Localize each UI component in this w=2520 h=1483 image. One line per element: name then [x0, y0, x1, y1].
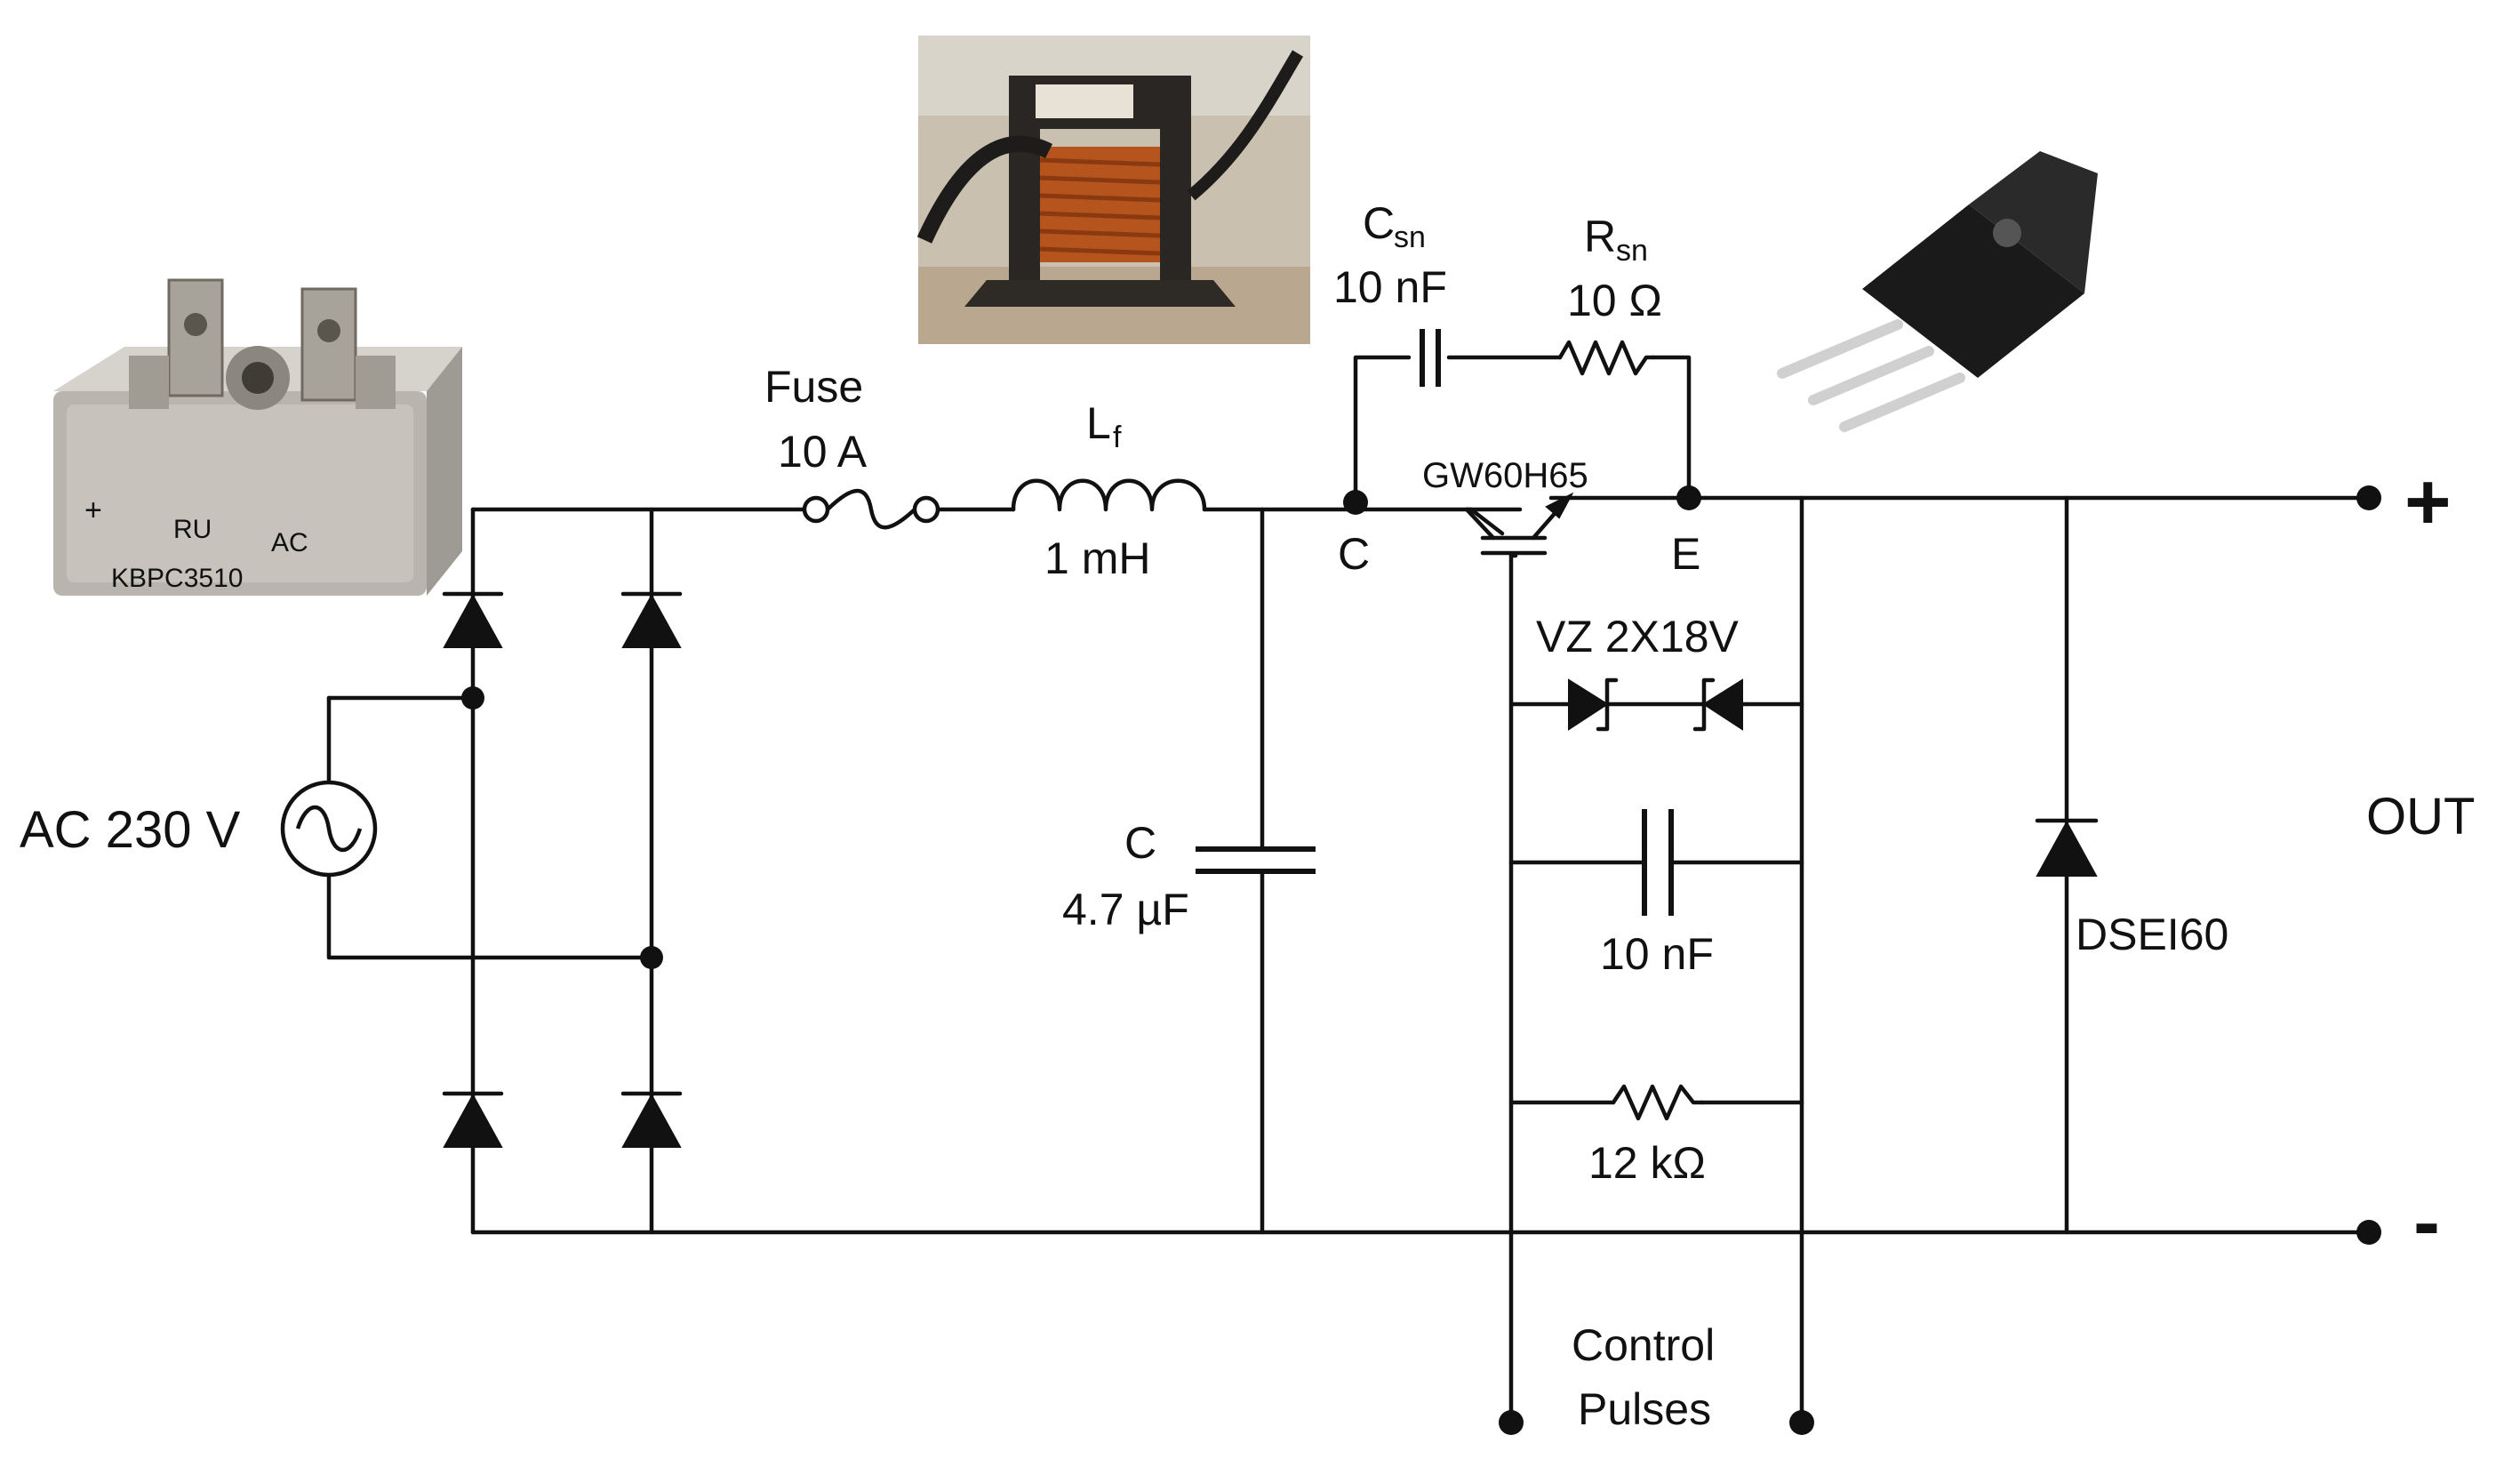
gate-res-value: 12 kΩ — [1588, 1138, 1706, 1188]
wires — [326, 355, 2372, 1430]
snubber-cap-sub: sn — [1394, 220, 1426, 254]
capacitor-icon — [1196, 846, 1316, 874]
igbt-emitter-label: E — [1671, 529, 1700, 579]
capacitor-icon — [1642, 809, 1674, 916]
bridge-part-number: KBPC3510 — [111, 564, 243, 593]
bridge-plus-mark: + — [84, 493, 102, 527]
igbt-collector-label: C — [1338, 529, 1370, 579]
fuse-rating: 10 A — [778, 427, 868, 477]
output-plus-label: + — [2404, 458, 2452, 547]
gate-cap-value: 10 nF — [1600, 929, 1714, 979]
snubber-res-sub: sn — [1616, 234, 1648, 268]
source-label: AC 230 V — [20, 801, 241, 859]
capacitor-icon — [1420, 329, 1441, 387]
resistor-icon — [1557, 340, 1656, 376]
igbt-photo — [1777, 151, 2098, 432]
snubber-cap-name: C — [1363, 198, 1395, 248]
zener-label: VZ 2X18V — [1536, 612, 1740, 661]
inductor-name: L — [1086, 398, 1111, 448]
output-minus-terminal — [2356, 1220, 2381, 1245]
snubber-res-name: R — [1584, 212, 1616, 261]
output-diode-label: DSEI60 — [2076, 910, 2228, 959]
snubber-res-value: 10 Ω — [1567, 276, 1662, 325]
igbt-part-number: GW60H65 — [1422, 456, 1588, 495]
bridge-ac-mark: AC — [271, 528, 308, 557]
igbt-icon — [1464, 492, 1574, 558]
diode-icon — [442, 591, 504, 648]
output-minus-label: - — [2413, 1178, 2440, 1267]
junction-dots — [461, 485, 2381, 1435]
ac-source-icon — [280, 780, 378, 878]
inductor-subscript: f — [1113, 421, 1122, 454]
output-label: OUT — [2366, 788, 2475, 846]
control-label-line1: Control — [1572, 1320, 1715, 1370]
control-terminal-1 — [1499, 1410, 1524, 1435]
bridge-rectifier-photo: + RU AC KBPC3510 — [53, 278, 462, 596]
inductor-icon — [1011, 478, 1207, 512]
inductor-photo — [916, 36, 1310, 344]
snubber-cap-value: 10 nF — [1333, 262, 1447, 312]
inductor-value: 1 mH — [1044, 533, 1150, 583]
capacitor-main-name: C — [1124, 818, 1156, 868]
diode-icon — [620, 1091, 683, 1148]
resistor-icon — [1611, 1084, 1705, 1121]
control-label-line2: Pulses — [1578, 1384, 1711, 1434]
diode-icon — [620, 591, 683, 648]
bridge-ul-mark: RU — [173, 515, 212, 544]
fuse-icon — [802, 488, 940, 530]
diode-icon — [2035, 818, 2099, 877]
fuse-name: Fuse — [764, 362, 863, 412]
output-plus-terminal — [2356, 485, 2381, 510]
capacitor-main-value: 4.7 µF — [1062, 885, 1189, 934]
control-terminal-2 — [1789, 1410, 1814, 1435]
diode-icon — [442, 1091, 504, 1148]
